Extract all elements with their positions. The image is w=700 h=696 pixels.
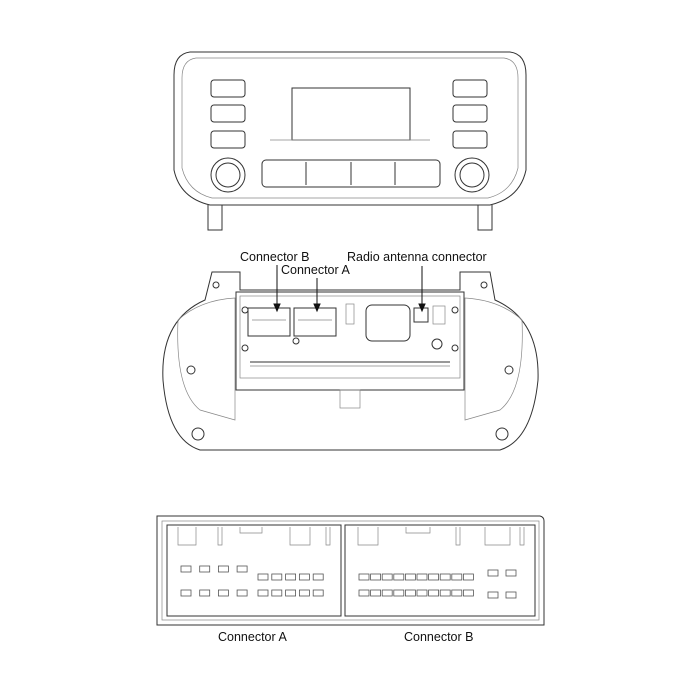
pin-socket [312,573,324,581]
pin-socket [199,589,211,597]
connector-b-socket [247,307,291,337]
pin-socket [439,589,451,597]
pin-socket [271,589,283,597]
pin-socket [217,589,229,597]
pin-socket [312,589,324,597]
connector-b-caption: Connector B [404,630,473,644]
pin-socket [257,573,269,581]
connector-a-callout: Connector A [281,263,350,277]
label-plate [365,304,411,342]
pin-socket [381,573,393,581]
connector-b-callout: Connector B [240,250,309,264]
pin-socket [180,565,192,573]
display-screen [291,87,411,141]
function-button-bar [261,159,441,188]
pin-socket [199,565,211,573]
pin-socket [451,573,463,581]
pin-socket [271,573,283,581]
pin-socket [370,573,382,581]
head-unit-front-view [173,51,527,231]
pin-socket [393,589,405,597]
pin-socket [404,573,416,581]
pin-socket [487,569,499,577]
pin-socket [505,569,517,577]
pin-socket [285,573,297,581]
left-preset-buttons [210,79,246,149]
pin-socket [428,573,440,581]
pin-grid [180,565,517,599]
pin-socket [236,565,248,573]
head-unit-rear-view: Connector B Connector A Radio antenna co… [162,250,539,451]
pin-socket [257,589,269,597]
callout-arrows [273,265,426,313]
pin-socket [298,589,310,597]
connector-a-face [166,524,342,617]
pin-socket [451,589,463,597]
antenna-callout: Radio antenna connector [347,250,487,264]
pin-socket [217,565,229,573]
pin-socket [505,591,517,599]
pin-socket [487,591,499,599]
connector-a-caption: Connector A [218,630,287,644]
pin-socket [180,589,192,597]
volume-knob-icon [210,157,246,193]
connector-b-face [344,524,536,617]
pin-socket [381,589,393,597]
pin-socket [298,573,310,581]
pin-socket [358,589,370,597]
pin-socket [428,589,440,597]
pin-socket [393,573,405,581]
tune-knob-icon [454,157,490,193]
right-preset-buttons [452,79,488,149]
pin-socket [462,589,474,597]
connector-a-socket [293,307,337,337]
pin-socket [404,589,416,597]
pin-socket [358,573,370,581]
connector-pinout: Connector A Connector B [156,515,545,644]
pin-socket [416,589,428,597]
pin-socket [236,589,248,597]
pin-socket [462,573,474,581]
antenna-socket [413,307,429,323]
pin-socket [439,573,451,581]
pin-socket [370,589,382,597]
pin-socket [416,573,428,581]
pin-socket [285,589,297,597]
